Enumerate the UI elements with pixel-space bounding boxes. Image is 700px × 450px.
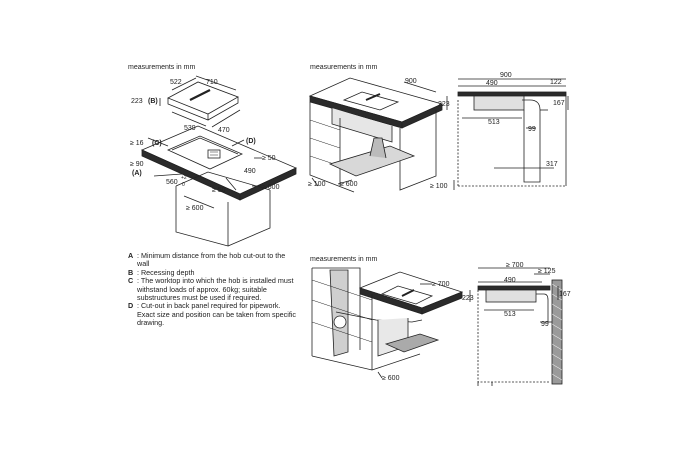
legend-item-c: C : The worktop into which the hob is in…	[128, 276, 294, 303]
legend-item-a: A : Minimum distance from the hob cut-ou…	[128, 251, 286, 269]
tag-b: (B)	[148, 98, 158, 105]
legend: A : Minimum distance from the hob cut-ou…	[128, 251, 298, 328]
dim-ge16: ≥ 16	[130, 140, 144, 147]
dim-560-sup: +2	[181, 175, 187, 181]
dim-ge90: ≥ 90	[130, 161, 144, 168]
br-dim-513: 513	[504, 311, 516, 318]
dim-ge50-a: ≥ 50	[262, 155, 276, 162]
dim-ge600-b: ≥ 600	[186, 205, 204, 212]
kitchen-iso-bottom-diagram: ≥ 700 ≥ 600	[311, 267, 464, 382]
tr-dim-900: 900	[500, 72, 512, 79]
tr-dim-223: 223	[438, 101, 450, 108]
kitchen-iso-top-diagram: 900 ≥ 100 ≥ 600	[308, 77, 444, 193]
br-dim-490: 490	[504, 277, 516, 284]
br-dim-ge700-iso: ≥ 700	[432, 281, 450, 288]
section-side-bottom-diagram: ≥ 700 ≥ 125 490 223 167 513 99	[462, 262, 571, 386]
dim-710: 710	[206, 79, 218, 86]
legend-item-d: D : Cut-out in back panel required for p…	[128, 301, 297, 328]
tr-dim-167: 167	[553, 100, 565, 107]
tr-dim-99: 99	[528, 126, 536, 133]
dim-490: 490	[244, 168, 256, 175]
measurements-label-top-left: measurements in mm	[128, 64, 196, 71]
dim-ge600-a: ≥ 600	[262, 184, 280, 191]
dim-539: 539	[184, 125, 196, 132]
measurements-label-bottom-right: measurements in mm	[310, 256, 378, 263]
br-dim-223: 223	[462, 295, 474, 302]
tr-dim-900-iso: 900	[405, 78, 417, 85]
legend-item-b: B : Recessing depth	[128, 267, 195, 277]
tr-dim-317: 317	[546, 161, 558, 168]
dim-560-sub: 0	[182, 182, 185, 188]
tr-dim-ge100-right: ≥ 100	[430, 183, 448, 190]
tr-dim-ge100-left: ≥ 100	[308, 181, 326, 188]
tag-a: (A)	[132, 170, 142, 177]
br-dim-99: 99	[541, 321, 549, 328]
measurements-label-top-right: measurements in mm	[310, 64, 378, 71]
tr-dim-ge600: ≥ 600	[340, 181, 358, 188]
cabinet-body	[175, 186, 229, 247]
worktop-cutout	[167, 135, 243, 170]
dim-522: 522	[170, 79, 182, 86]
pipe-cutout-d	[207, 149, 221, 159]
br-dim-ge125: ≥ 125	[538, 268, 556, 275]
tr-dim-122: 122	[550, 79, 562, 86]
dim-470: 470	[218, 127, 230, 134]
dim-560: 560	[166, 179, 178, 186]
br-dim-ge600: ≥ 600	[382, 375, 400, 382]
dim-ge50-b: ≥ 50	[212, 187, 226, 194]
br-dim-ge700: ≥ 700	[506, 262, 524, 269]
tr-dim-490: 490	[486, 80, 498, 87]
tr-dim-513: 513	[488, 119, 500, 126]
section-side-top-diagram: 900 490 122 223 167 513 99 317 ≥ 100	[430, 72, 569, 190]
br-dim-167: 167	[559, 291, 571, 298]
hob-cutout-diagram: 522 710 223 (B) 539 470 ≥ 16 (C) (D) 490…	[130, 75, 297, 247]
tag-c: (C)	[152, 140, 162, 147]
tag-d: (D)	[246, 138, 256, 145]
dim-223: 223	[131, 98, 143, 105]
